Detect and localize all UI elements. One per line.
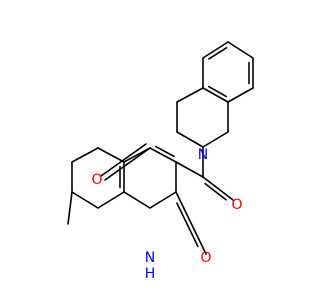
atom-label-nitrogen-lactam: N (145, 250, 155, 266)
atom-label-nitrogen-isoquinoline: N (198, 147, 208, 163)
bond-22 (97, 147, 125, 163)
bond-10 (202, 131, 229, 148)
bond-4-double (207, 85, 228, 98)
bond-26 (97, 191, 125, 209)
bond-14 (175, 161, 204, 178)
atom-label-oxygen-amide: O (231, 197, 242, 213)
bond-21-double (176, 202, 199, 248)
atom-label-hydrogen-lactam: H (145, 266, 156, 282)
bond-23 (71, 147, 99, 163)
bond-15-double (154, 145, 175, 158)
bond-6 (202, 41, 229, 59)
bond-group (67, 41, 254, 255)
bond-1 (227, 41, 254, 59)
bond-15 (149, 147, 177, 163)
bond-6-double (208, 46, 228, 60)
bond-27 (67, 191, 73, 225)
atom-label-group: O O O N N H (91, 147, 242, 282)
bond-19 (149, 191, 177, 209)
atom-label-oxygen-ketone: O (91, 172, 102, 188)
molecule-canvas: O O O N N H (67, 41, 254, 282)
bond-13-double (204, 182, 227, 201)
bond-7 (176, 87, 204, 103)
structure-diagram: O O O N N H (67, 41, 254, 282)
bond-ketone-double (100, 143, 147, 177)
atom-label-oxygen-lactam: O (200, 250, 211, 266)
bond-25 (71, 191, 99, 209)
bond-18 (123, 191, 151, 209)
bond-21 (175, 191, 207, 255)
bond-ketone (104, 147, 151, 181)
bond-9 (176, 131, 204, 148)
bond-3 (227, 87, 254, 103)
bond-4 (202, 87, 229, 103)
bond-13 (202, 176, 234, 201)
